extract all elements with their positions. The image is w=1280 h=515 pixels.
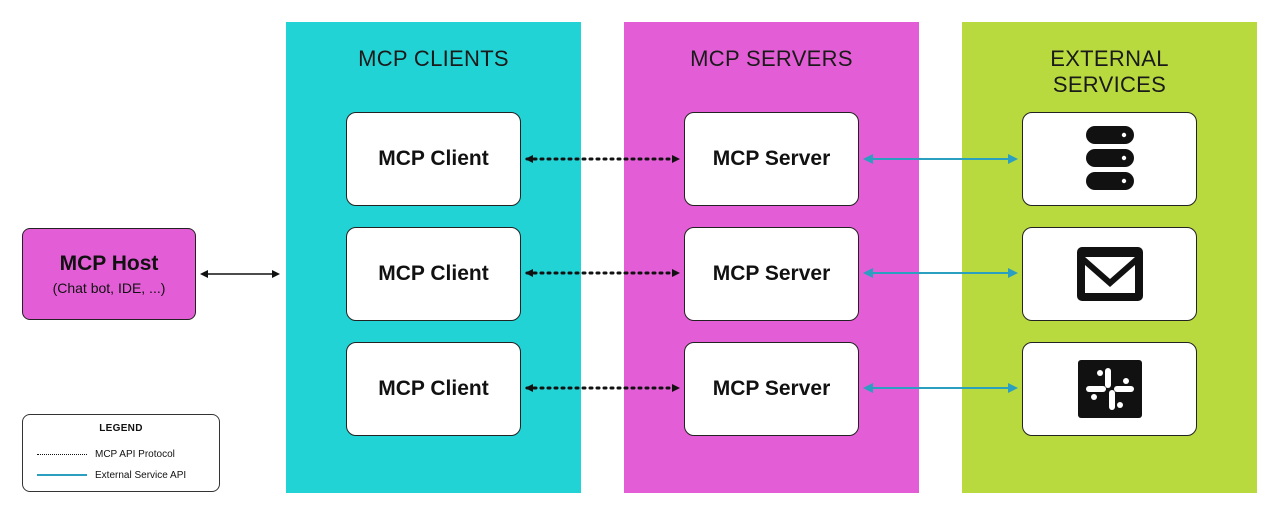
legend-item-mcp-api: MCP API Protocol [37,447,175,461]
mcp-server-label: MCP Server [712,377,831,400]
external-services-title-line1: EXTERNAL [1050,46,1169,71]
mcp-server-node: MCP Server [684,342,859,436]
mcp-clients-title: MCP CLIENTS [358,46,509,71]
mcp-client-node: MCP Client [346,112,521,206]
mail-service-node [1022,227,1197,321]
mcp-host-subtitle: (Chat bot, IDE, ...) [52,280,166,296]
mcp-client-label: MCP Client [378,147,489,170]
external-services-title-line2: SERVICES [1052,72,1167,97]
legend-title: LEGEND [99,423,143,434]
slack-icon [1077,360,1142,418]
mcp-client-node: MCP Client [346,227,521,321]
dotted-line-swatch [37,453,87,455]
mcp-client-label: MCP Client [378,377,489,400]
legend-box: LEGEND MCP API Protocol External Service… [22,414,220,492]
mcp-server-node: MCP Server [684,227,859,321]
mcp-servers-title: MCP SERVERS [690,46,853,71]
database-icon [1085,126,1134,190]
slack-service-node [1022,342,1197,436]
mcp-client-node: MCP Client [346,342,521,436]
mcp-server-label: MCP Server [712,262,831,285]
mcp-server-node: MCP Server [684,112,859,206]
solid-line-swatch [37,474,87,476]
legend-item-external-api: External Service API [37,468,186,482]
mcp-server-label: MCP Server [712,147,831,170]
legend-item-label: MCP API Protocol [95,448,175,460]
legend-item-label: External Service API [95,469,187,481]
external-services-title: EXTERNAL SERVICES [962,46,1257,98]
mcp-client-label: MCP Client [378,262,489,285]
database-service-node [1022,112,1197,206]
mcp-host-title: MCP Host [59,252,159,275]
mail-icon [1076,247,1143,301]
mcp-host-box: MCP Host (Chat bot, IDE, ...) [22,228,196,320]
